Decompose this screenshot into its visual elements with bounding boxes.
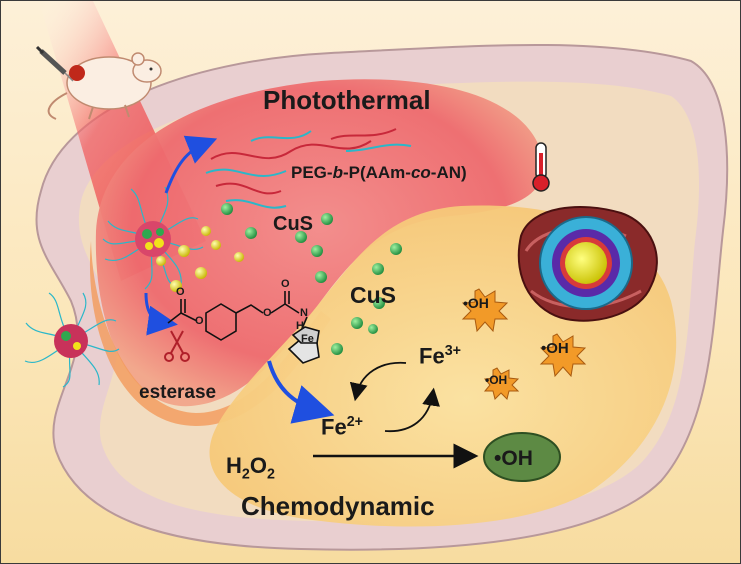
- h2o2-o: O: [249, 453, 267, 478]
- arrow-esterase: [144, 292, 178, 336]
- nanoparticle-main: [102, 186, 204, 290]
- fe2-base: Fe: [321, 414, 347, 440]
- cus-label-1: CuS: [273, 213, 313, 235]
- oh-text: OH: [501, 447, 533, 470]
- arrow-fe-release: [267, 360, 335, 424]
- oh-radical-small-1: •OH: [463, 295, 489, 311]
- atom-n: N: [300, 307, 308, 319]
- atom-o-carbamate: O: [263, 307, 272, 319]
- cus-particles: [221, 203, 402, 355]
- cell-nucleus-icon: [517, 205, 658, 322]
- photothermal-title: Photothermal: [263, 85, 431, 115]
- polymer-prefix: PEG-: [291, 163, 333, 182]
- scissors-icon: [164, 330, 190, 362]
- radical-dot: •: [494, 447, 502, 470]
- h2o2-sub-2: 2: [266, 466, 275, 483]
- atom-o-carbonyl-1: O: [176, 286, 185, 298]
- ester-molecule: [167, 291, 320, 364]
- radical-bursts: [461, 288, 587, 400]
- atom-fe-ferrocene: Fe: [301, 333, 314, 345]
- fe3-label: Fe3+: [419, 343, 461, 369]
- fe-particles: [156, 226, 244, 292]
- h2o2-label: H2O2: [226, 453, 275, 482]
- arrow-fe2-to-fe3: [384, 387, 440, 432]
- thermometer-icon: [532, 142, 550, 192]
- polymer-suffix: -AN): [430, 163, 467, 182]
- mouse-icon: [47, 52, 162, 120]
- polymer-mid: -P(AAm-: [342, 163, 411, 182]
- arrow-release: [164, 135, 218, 194]
- nanoparticle-secondary: [24, 292, 120, 388]
- polymer-label: PEG-b-P(AAm-co-AN): [291, 163, 467, 183]
- arrow-fe3-to-fe2: [349, 361, 407, 402]
- h2o2-h: H: [226, 453, 242, 478]
- syringe-icon: [35, 45, 74, 82]
- oh-radical-label: •OH: [494, 447, 533, 471]
- atom-o-ester: O: [195, 315, 204, 327]
- atom-o-carbonyl-2: O: [281, 278, 290, 290]
- oh-radical-small-3: •OH: [485, 373, 508, 387]
- fe3-base: Fe: [419, 343, 445, 369]
- oh-radical-small-2: •OH: [541, 340, 569, 357]
- h2o2-sub-1: 2: [241, 466, 250, 483]
- fe2-label: Fe2+: [321, 414, 363, 440]
- polymer-co: co: [410, 163, 431, 182]
- fe3-charge: 3+: [444, 343, 461, 359]
- polymer-strands: [205, 128, 412, 209]
- polymer-block: b: [332, 163, 343, 182]
- chemodynamic-title: Chemodynamic: [241, 491, 435, 521]
- oh-radical-cloud: [483, 432, 561, 482]
- atom-h: H: [296, 320, 304, 332]
- esterase-label: esterase: [139, 382, 217, 403]
- cus-label-2: CuS: [350, 282, 396, 308]
- fe2-charge: 2+: [346, 414, 363, 430]
